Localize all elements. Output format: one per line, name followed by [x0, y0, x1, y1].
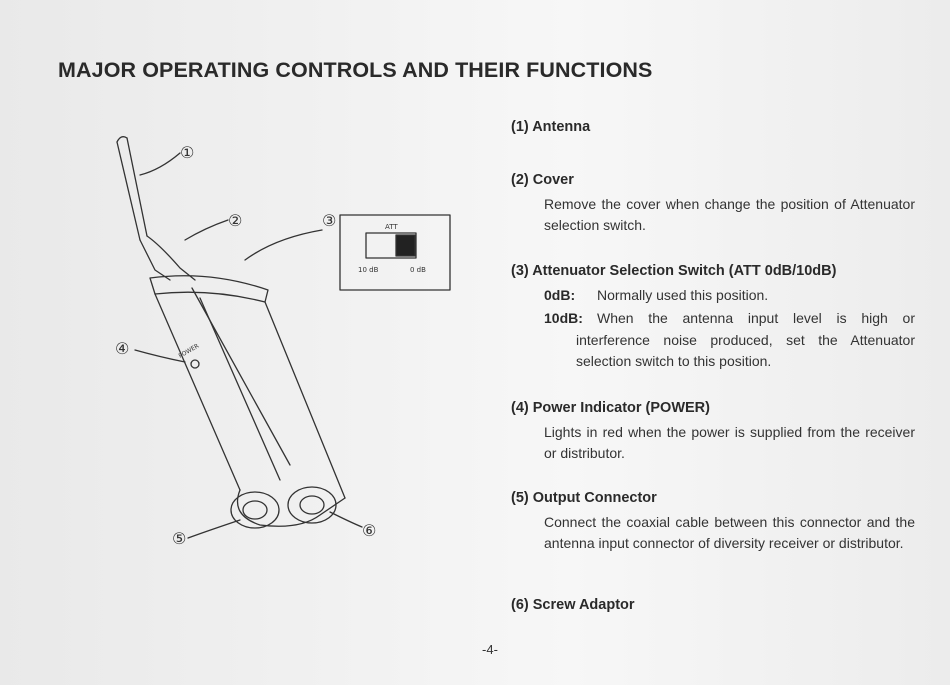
item-4-heading: (4) Power Indicator (POWER) [511, 400, 710, 416]
term-0db-label: 0dB: [544, 287, 576, 303]
callout-6: ⑥ [362, 521, 376, 540]
callout-4: ④ [115, 339, 129, 358]
screw-adaptor [287, 486, 337, 524]
item-3-term-0db-text: Normally used this position. [597, 287, 769, 303]
page-number: -4- [482, 642, 498, 657]
antenna-rod-right [126, 137, 148, 237]
antenna-rod-left [116, 141, 141, 241]
item-2-text: Remove the cover when change the positio… [544, 196, 915, 233]
callout-2: ② [228, 211, 242, 230]
callout-3: ③ [322, 211, 336, 230]
page-title: MAJOR OPERATING CONTROLS AND THEIR FUNCT… [58, 58, 653, 82]
body-right-edge [264, 301, 346, 499]
term-10db-label: 10dB: [544, 310, 583, 326]
item-4-text: Lights in red when the power is supplied… [544, 424, 915, 461]
switch-panel-frame [339, 214, 451, 291]
output-connector [230, 491, 280, 529]
item-2-heading: (2) Cover [511, 172, 574, 188]
item-1-heading: (1) Antenna [511, 119, 591, 135]
item-5-text: Connect the coaxial cable between this c… [544, 514, 915, 551]
switch-0db-label: 0 dB [410, 266, 426, 274]
power-indicator-led [190, 359, 200, 369]
item-3-term-0db: 0dB: [544, 285, 575, 306]
callout-5: ⑤ [172, 529, 186, 548]
callout-1: ① [180, 143, 194, 162]
item-3-heading: (3) Attenuator Selection Switch (ATT 0dB… [511, 263, 837, 279]
item-3-term-10db: 10dB: [544, 308, 583, 329]
switch-10db-label: 10 dB [358, 266, 379, 274]
item-3-term-10db-cont: interference noise produced, set the Att… [576, 332, 915, 369]
body-left-edge [154, 293, 241, 491]
item-6-heading: (6) Screw Adaptor [511, 597, 635, 613]
item-3-term-10db-text: When the antenna input level is high or [597, 310, 915, 326]
antenna-drawing: ① ② ③ ④ ⑤ ⑥ ATT 10 dB 0 dB POWER [115, 136, 451, 548]
switch-att-label: ATT [385, 223, 398, 231]
cover-collar [149, 275, 269, 303]
antenna-illustration: ① ② ③ ④ ⑤ ⑥ ATT 10 dB 0 dB POWER [100, 120, 470, 560]
power-label: POWER [178, 343, 201, 360]
switch-knob [395, 234, 416, 257]
item-5-heading: (5) Output Connector [511, 490, 657, 506]
